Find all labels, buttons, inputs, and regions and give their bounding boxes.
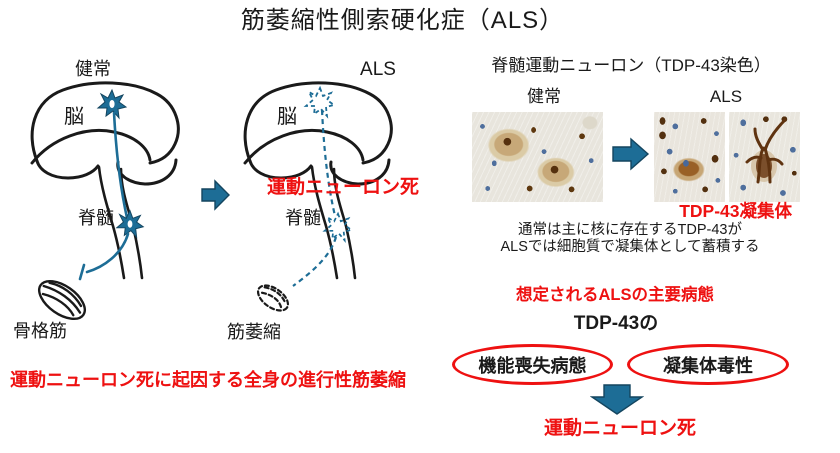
als-brain-label: 脳 [277,106,297,128]
comparison-caption: 運動ニューロン死に起因する全身の進行性筋萎縮 [10,370,406,390]
als-neuron-death-label: 運動ニューロン死 [266,177,419,198]
healthy-condition-label: 健常 [75,59,111,79]
skeletal-muscle-label: 骨格筋 [13,321,67,341]
tdp43-aggregate-label: TDP-43凝集体 [679,201,792,221]
histology-healthy-label: 健常 [527,87,561,106]
healthy-upper-axon [112,111,129,219]
healthy-lower-motor-neuron-icon [116,210,144,238]
figure-title: 筋萎縮性側索硬化症（ALS） [240,7,565,34]
als-spinal-cord-label: 脊髄 [285,208,321,228]
tdp43-aggregate-drawing [745,118,787,184]
loss-of-function-label: 機能喪失病態 [478,355,587,376]
aggregate-toxicity-ellipse: 凝集体毒性 [627,344,789,385]
healthy-upper-motor-neuron-icon [97,89,127,119]
histology-caption-line2: ALSでは細胞質で凝集体として蓄積する [500,239,760,255]
histology-caption-line1: 通常は主に核に存在するTDP-43が [518,222,742,238]
healthy-peripheral-axon [85,232,130,274]
als-histology-image-1 [654,112,725,202]
muscle-atrophy-label: 筋萎縮 [227,322,281,342]
aggregate-toxicity-label: 凝集体毒性 [663,355,753,376]
brain-comparison-illustration [30,81,393,321]
pathology-subject: TDP-43の [573,313,659,334]
atrophied-muscle-icon [256,284,290,312]
histology-arrow-icon [612,137,650,171]
healthy-to-als-arrow-icon [201,179,230,211]
als-peripheral-axon-dashed [292,236,338,287]
healthy-spinal-cord-label: 脊髄 [78,208,114,228]
loss-of-function-ellipse: 機能喪失病態 [452,344,613,385]
histology-header: 脊髄運動ニューロン（TDP-43染色） [491,56,771,75]
healthy-histology-image [472,112,603,202]
down-arrow-icon [590,384,644,415]
als-condition-label: ALS [360,59,396,80]
pathology-heading: 想定されるALSの主要病態 [516,286,714,304]
histology-als-label: ALS [709,87,743,106]
pathology-outcome-label: 運動ニューロン死 [543,418,696,439]
als-histology-image-2 [729,112,800,202]
neuromuscular-junction [78,263,86,281]
als-upper-axon-dashed [320,109,337,217]
healthy-muscle-icon [38,279,86,321]
healthy-brain-label: 脳 [64,106,84,128]
